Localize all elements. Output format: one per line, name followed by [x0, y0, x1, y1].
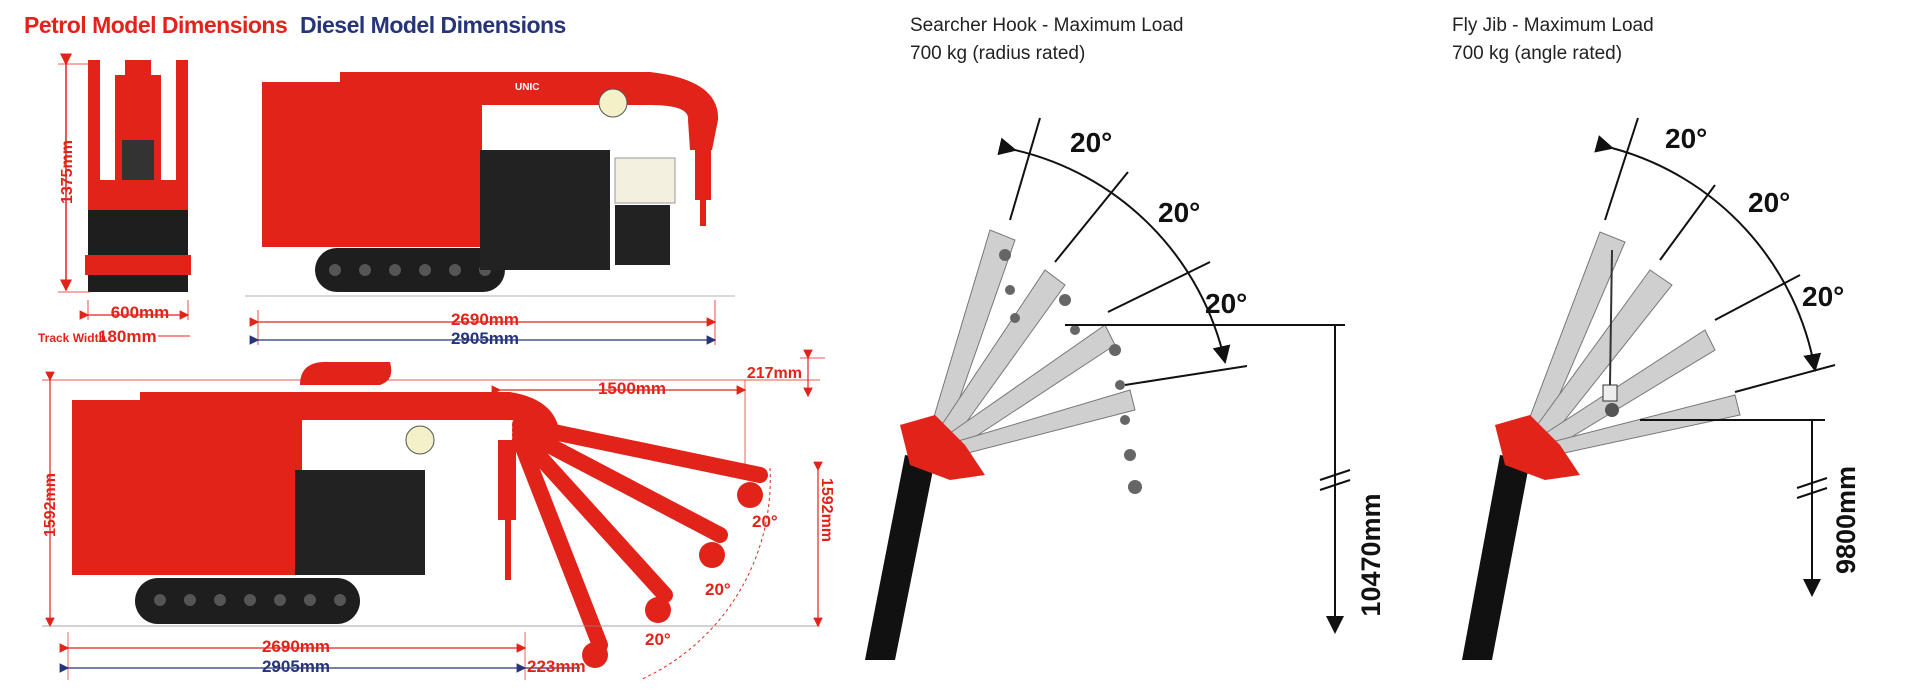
flyjib-angle-3: 20° [1802, 281, 1844, 312]
ext-brand-label: UNIC [325, 420, 349, 431]
ext-height-left: 1592mm [42, 473, 59, 537]
boom-reach-label: 1500mm [598, 379, 666, 398]
boom-angle-3: 20° [645, 630, 671, 649]
front-width-label: 600mm [111, 303, 170, 322]
searcher-height-label: 10470mm [1356, 493, 1386, 616]
diesel-heading: Diesel Model Dimensions [300, 12, 566, 38]
extended-view-crane: UNIC [72, 361, 768, 668]
side-view-crane: UNIC [262, 72, 719, 292]
flyjib-title: Fly Jib - Maximum Load [1452, 15, 1654, 36]
side-brand-label: UNIC [515, 82, 539, 93]
overhang-label: 223mm [527, 657, 586, 676]
flyjib-angle-2: 20° [1748, 187, 1790, 218]
track-width-caption: Track Width [38, 331, 106, 345]
fly-jib-diagram [1462, 231, 1741, 660]
searcher-angle-2: 20° [1158, 197, 1200, 228]
boom-angle-1: 20° [752, 512, 778, 531]
front-height-label: 1375mm [59, 140, 76, 204]
searcher-hook-diagram [865, 229, 1142, 660]
searcher-title: Searcher Hook - Maximum Load [910, 15, 1184, 36]
track-width-label: 180mm [98, 327, 157, 346]
ext-height-right: 1592mm [818, 478, 835, 542]
searcher-subtitle: 700 kg (radius rated) [910, 43, 1086, 64]
bottom-length-diesel: 2905mm [262, 657, 330, 676]
front-view-crane [85, 60, 191, 292]
side-length-diesel: 2905mm [451, 329, 519, 348]
boom-angle-2: 20° [705, 580, 731, 599]
bottom-length-petrol: 2690mm [262, 637, 330, 656]
side-length-petrol: 2690mm [451, 310, 519, 329]
flyjib-angle-1: 20° [1665, 123, 1707, 154]
searcher-angle-1: 20° [1070, 127, 1112, 158]
flyjib-height-label: 9800mm [1831, 466, 1861, 574]
flyjib-subtitle: 700 kg (angle rated) [1452, 43, 1623, 64]
petrol-heading: Petrol Model Dimensions [24, 12, 288, 38]
searcher-angle-3: 20° [1205, 288, 1247, 319]
top-offset-label: 217mm [747, 365, 802, 382]
